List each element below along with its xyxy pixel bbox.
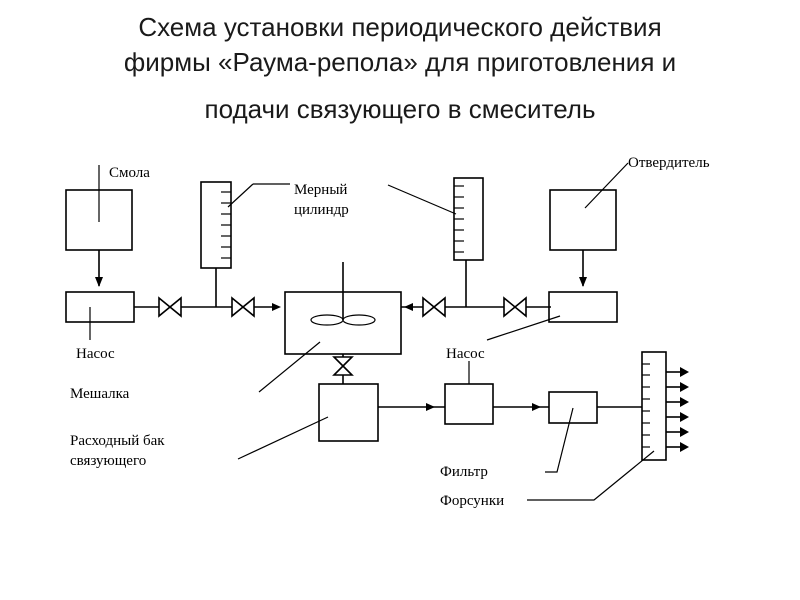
label-tank-1: Расходный бак xyxy=(70,433,165,449)
label-measuring-cylinder-2: цилиндр xyxy=(294,202,349,218)
left-pipe-arrow xyxy=(272,303,281,311)
valve-left-2 xyxy=(231,296,255,318)
valve-right-2 xyxy=(503,296,527,318)
binder-supply-tank xyxy=(318,383,379,442)
nozzles-leader-line xyxy=(527,450,655,501)
label-filter: Фильтр xyxy=(440,464,488,480)
filter xyxy=(548,391,598,424)
label-tank-2: связующего xyxy=(70,453,146,469)
label-pump-right: Насос xyxy=(446,346,485,362)
label-mixer: Мешалка xyxy=(70,386,130,402)
label-resin: Смола xyxy=(109,165,150,181)
measuring-cylinder-right-scale xyxy=(454,185,464,253)
mixer-blade-left xyxy=(310,314,344,326)
filter-leader-line xyxy=(545,407,574,473)
title-line-3: подачи связующего в смеситель xyxy=(204,94,596,124)
valve-mixer-drain xyxy=(332,356,354,376)
measuring-cylinder-left-scale xyxy=(221,191,231,259)
title-line-2: фирмы «Раума-репола» для приготовления и xyxy=(123,47,677,77)
hardener-tank xyxy=(549,189,617,251)
label-pump-left: Насос xyxy=(76,346,115,362)
right-pump xyxy=(548,291,618,323)
nozzle-manifold xyxy=(641,351,667,461)
label-measuring-cylinder-1: Мерный xyxy=(294,182,347,198)
nozzle-outlets xyxy=(666,367,689,452)
mixer-blade-right xyxy=(342,314,376,326)
valve-right-1 xyxy=(422,296,446,318)
measuring-cylinder-leader-left xyxy=(227,183,254,208)
nozzle-manifold-scale xyxy=(642,363,650,448)
hardener-leader-line xyxy=(584,162,629,209)
measuring-cylinder-leader-right xyxy=(387,184,457,215)
label-nozzles: Форсунки xyxy=(440,493,504,509)
page-title: Схема установки периодического действия … xyxy=(0,10,800,127)
mixer-leader-line xyxy=(258,341,321,393)
tank-to-pump-arrow xyxy=(426,403,435,411)
valve-left-1 xyxy=(158,296,182,318)
right-pipe-arrow xyxy=(404,303,413,311)
supply-tank-leader-line xyxy=(237,416,329,460)
left-pump xyxy=(65,291,135,323)
pump-to-filter-arrow xyxy=(532,403,541,411)
lower-pump xyxy=(444,383,494,425)
label-hardener: Отвердитель xyxy=(628,155,710,171)
title-line-1: Схема установки периодического действия xyxy=(138,12,662,42)
right-pump-leader-line xyxy=(486,315,561,341)
